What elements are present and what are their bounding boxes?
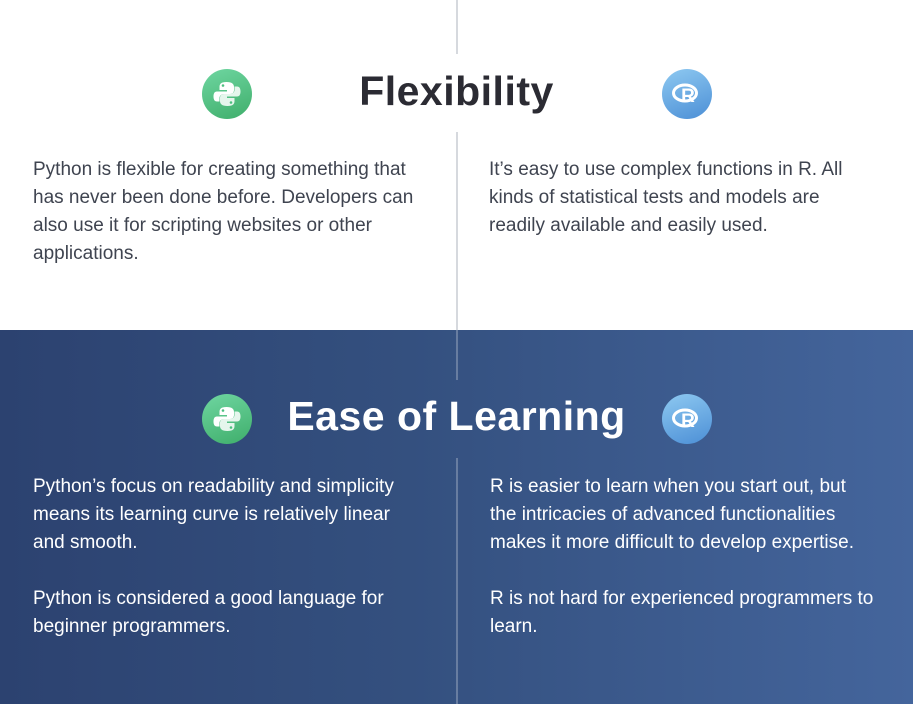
- text-line: R is easier to learn when you start out,…: [490, 476, 846, 497]
- python-flexibility-text: Python is flexible for creating somethin…: [33, 156, 413, 268]
- text-line: learn.: [490, 616, 538, 637]
- flexibility-title: Flexibility: [359, 68, 554, 114]
- divider-line: [456, 0, 458, 54]
- paragraph-spacer: [33, 557, 394, 585]
- text-line: and smooth.: [33, 532, 138, 553]
- r-flexibility-text: It’s easy to use complex functions in R.…: [489, 156, 842, 240]
- text-line: applications.: [33, 243, 139, 264]
- text-line: makes it more difficult to develop exper…: [490, 532, 854, 553]
- python-ease-text: Python’s focus on readability and simpli…: [33, 473, 394, 641]
- text-line: also use it for scripting websites or ot…: [33, 215, 372, 236]
- text-line: the intricacies of advanced functionalit…: [490, 504, 836, 525]
- divider-line: [456, 330, 458, 380]
- text-line: Python is flexible for creating somethin…: [33, 159, 406, 180]
- text-line: kinds of statistical tests and models ar…: [489, 187, 820, 208]
- r-icon: R: [662, 69, 712, 119]
- ease-of-learning-title: Ease of Learning: [287, 393, 626, 439]
- paragraph-spacer: [490, 557, 873, 585]
- text-line: R is not hard for experienced programmer…: [490, 588, 874, 609]
- divider-line: [456, 132, 458, 330]
- text-line: means its learning curve is relatively l…: [33, 504, 390, 525]
- divider-line: [456, 458, 458, 704]
- r-ease-text: R is easier to learn when you start out,…: [490, 473, 873, 641]
- text-line: Python is considered a good language for: [33, 588, 384, 609]
- text-line: readily available and easily used.: [489, 215, 768, 236]
- ease-of-learning-section: [0, 330, 913, 704]
- python-icon: [202, 69, 252, 119]
- text-line: beginner programmers.: [33, 616, 231, 637]
- text-line: Python’s focus on readability and simpli…: [33, 476, 394, 497]
- text-line: has never been done before. Developers c…: [33, 187, 414, 208]
- svg-text:R: R: [681, 411, 695, 432]
- r-icon: R: [662, 394, 712, 444]
- python-icon: [202, 394, 252, 444]
- text-line: It’s easy to use complex functions in R.…: [489, 159, 843, 180]
- svg-text:R: R: [681, 86, 695, 107]
